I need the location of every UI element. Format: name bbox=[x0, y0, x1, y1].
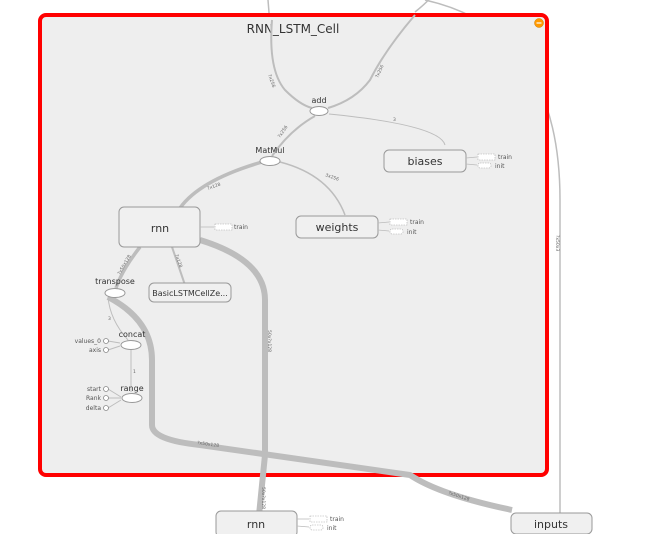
node-inputs[interactable] bbox=[510, 512, 593, 534]
input-delta-dot[interactable] bbox=[103, 405, 109, 411]
input-axis-dot[interactable] bbox=[103, 347, 109, 353]
node-rnn-inner-label: rnn bbox=[151, 222, 169, 235]
rnn-outer-aux-line-init bbox=[296, 525, 310, 528]
node-rnn-outer-label: rnn bbox=[247, 518, 265, 531]
edge-rnn-to-basic bbox=[171, 246, 186, 286]
edge-label-inputs: ?x50x128 bbox=[447, 490, 470, 503]
node-biases-label: biases bbox=[407, 155, 442, 168]
rnn-inner-aux-train-label: train bbox=[234, 224, 248, 231]
biases-aux-line-init bbox=[465, 163, 478, 166]
weights-aux-init[interactable] bbox=[389, 228, 404, 235]
group-box[interactable] bbox=[38, 13, 549, 477]
edge-rnn-to-matmul bbox=[178, 160, 263, 210]
edge-label-add-to-biases: 3 bbox=[393, 117, 396, 123]
edge-label-weights-to-matmul: 3x256 bbox=[324, 172, 339, 183]
edge-matmul-to-add bbox=[271, 115, 316, 157]
node-concat-label: concat bbox=[119, 330, 146, 339]
edge-label-rnn-to-matmul: ?x128 bbox=[207, 182, 222, 192]
edge-to-add-right bbox=[327, 14, 416, 109]
biases-aux-train-label: train bbox=[498, 154, 512, 161]
edge-concat-to-transpose bbox=[107, 296, 129, 341]
input-delta-label: delta bbox=[86, 405, 102, 412]
edge-start bbox=[107, 388, 122, 398]
biases-aux-init-label: init bbox=[495, 163, 505, 170]
node-transpose[interactable] bbox=[104, 288, 126, 298]
input-values0-dot[interactable] bbox=[103, 338, 109, 344]
input-start-label: start bbox=[87, 386, 102, 393]
edge-axis bbox=[107, 345, 121, 351]
input-rank-label: Rank bbox=[86, 395, 102, 402]
node-basic-lstm[interactable] bbox=[148, 282, 232, 303]
edge-transpose-long bbox=[106, 294, 513, 513]
node-basic-lstm-label: BasicLSTMCellZe... bbox=[152, 289, 228, 298]
weights-aux-line-train bbox=[377, 221, 390, 224]
rnn-outer-aux-init[interactable] bbox=[309, 524, 324, 531]
rnn-outer-aux-train-label: train bbox=[330, 516, 344, 523]
node-biases[interactable] bbox=[383, 149, 467, 173]
edge-label-rnn-to-basic: ?x128 bbox=[173, 254, 183, 269]
edge-label-bottom-long: ?x50x128 bbox=[197, 440, 220, 449]
node-range-label: range bbox=[120, 384, 143, 393]
input-rank-dot[interactable] bbox=[103, 395, 109, 401]
biases-aux-init[interactable] bbox=[477, 162, 492, 169]
node-inputs-label: inputs bbox=[534, 518, 568, 531]
edge-add-to-biases bbox=[328, 113, 446, 146]
edge-label-right-long: ?x50x3 bbox=[554, 235, 560, 251]
node-add[interactable] bbox=[309, 106, 329, 116]
edge-label-rnn-long: 50x?x128 bbox=[266, 330, 272, 352]
weights-aux-train-label: train bbox=[410, 219, 424, 226]
weights-aux-train[interactable] bbox=[389, 218, 408, 226]
edge-weights-to-matmul bbox=[279, 161, 346, 216]
input-start-dot[interactable] bbox=[103, 386, 109, 392]
rnn-outer-aux-train[interactable] bbox=[309, 515, 328, 523]
group-title: RNN_LSTM_Cell bbox=[247, 22, 340, 36]
node-weights-label: weights bbox=[316, 221, 359, 234]
edge-label-to-add-right: ?x256 bbox=[374, 64, 385, 79]
input-axis-label: axis bbox=[89, 347, 101, 354]
edge-to-add-left bbox=[270, 19, 313, 109]
edge-label-rnn-outer: 50x?x128 bbox=[260, 487, 266, 509]
weights-aux-line-init bbox=[377, 229, 390, 232]
edge-label-to-add-left: ?x256 bbox=[266, 74, 276, 89]
node-concat[interactable] bbox=[120, 340, 142, 350]
node-range[interactable] bbox=[121, 393, 143, 403]
input-values0-label: values_0 bbox=[75, 338, 102, 345]
node-rnn-outer[interactable] bbox=[215, 510, 298, 534]
node-matmul[interactable] bbox=[259, 156, 281, 166]
biases-aux-train[interactable] bbox=[477, 153, 496, 161]
edge-label-concat-to-transpose: 3 bbox=[108, 316, 111, 322]
edge-rnn-long bbox=[199, 237, 268, 516]
node-weights[interactable] bbox=[295, 215, 379, 239]
node-matmul-label: MatMul bbox=[255, 146, 284, 155]
biases-aux-line-train bbox=[465, 156, 478, 159]
edge-rnn-to-transpose bbox=[114, 245, 142, 289]
edge-values0 bbox=[107, 340, 121, 344]
rnn-inner-aux-train[interactable] bbox=[214, 223, 233, 231]
edge-outside-top-right bbox=[414, 0, 430, 13]
node-add-label: add bbox=[311, 96, 326, 105]
rnn-outer-aux-init-label: init bbox=[327, 525, 337, 532]
edge-label-range-to-concat: 1 bbox=[133, 369, 136, 375]
weights-aux-init-label: init bbox=[407, 229, 417, 236]
edge-delta bbox=[107, 399, 122, 409]
node-transpose-label: transpose bbox=[95, 277, 135, 286]
